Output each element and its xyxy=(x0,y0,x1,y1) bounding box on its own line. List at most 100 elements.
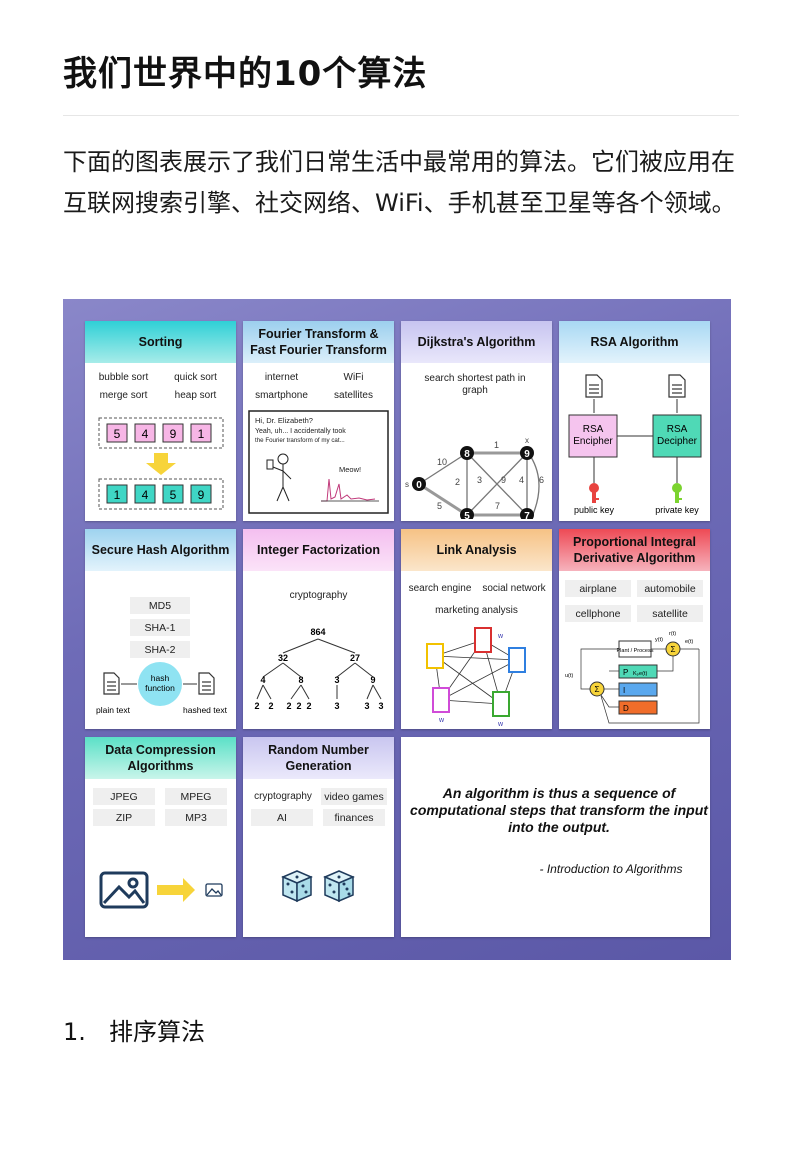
quote-source: - Introduction to Algorithms xyxy=(539,862,683,876)
document-icon xyxy=(198,672,215,695)
factor-leaf: 3 xyxy=(378,701,383,711)
factor-leaf: 2 xyxy=(268,701,273,711)
p-label: P xyxy=(623,668,628,677)
plant-label: Plant / Process xyxy=(617,648,654,654)
factor-node: 9 xyxy=(370,675,375,685)
u-label: u(t) xyxy=(565,673,573,679)
page-node xyxy=(426,643,444,669)
tag-bubble-sort: bubble sort xyxy=(98,372,149,383)
card-fourier-title-line1: Fourier Transform & xyxy=(258,327,379,341)
sorted-array xyxy=(106,484,212,504)
key-icon xyxy=(672,483,682,503)
tag-search-engine: search engine xyxy=(408,583,472,594)
plain-text-label: plain text xyxy=(96,705,131,715)
card-sorting-title: Sorting xyxy=(85,321,236,363)
hash-diagram: hash function plain text hashed text xyxy=(96,662,228,715)
unsorted-item: 9 xyxy=(170,427,177,441)
pid-block-diagram: Plant / Process Σ P I D Kₚe(t) Σ u(t) y(… xyxy=(565,631,700,724)
intro-paragraph: 下面的图表展示了我们日常生活中最常用的算法。它们被应用在互联网搜索引擎、社交网络… xyxy=(63,148,736,217)
xkcd-comic: Hi, Dr. Elizabeth? Yeah, uh... I acciden… xyxy=(248,410,389,514)
factor-node: 27 xyxy=(350,653,360,663)
section-heading: 1. 排序算法 xyxy=(63,1012,205,1047)
node-label: x xyxy=(525,436,529,445)
chip-ai: AI xyxy=(251,809,313,826)
card-compression-title-line2: Algorithms xyxy=(127,759,194,773)
article-title: 我们世界中的10个算法 xyxy=(63,54,428,94)
sorting-diagram: 5 4 9 1 1 4 5 9 xyxy=(98,417,224,510)
node-label: s xyxy=(405,480,409,489)
card-random-title-line2: Generation xyxy=(285,759,352,773)
sorted-item: 4 xyxy=(142,488,149,502)
card-random-title-line1: Random Number xyxy=(268,743,369,757)
node-label: w xyxy=(438,717,445,724)
chip-sha2: SHA-2 xyxy=(130,641,190,658)
tag-marketing-analysis: marketing analysis xyxy=(435,605,518,616)
dice-icon xyxy=(281,870,313,903)
dijkstra-description: search shortest path in graph xyxy=(424,373,526,396)
d-block xyxy=(618,700,658,715)
factor-node: 3 xyxy=(334,675,339,685)
tag-wifi: WiFi xyxy=(343,372,364,383)
link-graph: w w w xyxy=(426,627,526,728)
factor-node: 8 xyxy=(298,675,303,685)
tag-smartphone: smartphone xyxy=(255,390,308,401)
hash-function-circle xyxy=(138,662,182,706)
spectrum-plot xyxy=(321,478,376,502)
rsa-encipher-label: RSA xyxy=(583,424,604,435)
chip-mp3: MP3 xyxy=(165,809,227,826)
chip-zip: ZIP xyxy=(93,809,155,826)
graph-node: 8 xyxy=(464,449,470,460)
comic-line: Yeah, uh... I accidentally took xyxy=(255,428,346,435)
key-icon xyxy=(589,483,599,503)
card-sha-title: Secure Hash Algorithm xyxy=(85,529,236,571)
tag-cryptography: cryptography xyxy=(254,791,312,802)
tag-merge-sort: merge sort xyxy=(99,390,148,401)
p-block xyxy=(618,664,658,679)
edge-weight: 2 xyxy=(455,477,460,487)
card-pid-title: Proportional Integral Derivative Algorit… xyxy=(559,529,710,571)
document-icon xyxy=(103,672,120,695)
edge-weight: 7 xyxy=(495,501,500,511)
edge-weight: 4 xyxy=(519,475,524,485)
factor-leaf: 2 xyxy=(306,701,311,711)
graph-node: 9 xyxy=(524,449,530,460)
chip-mpeg: MPEG xyxy=(165,788,227,805)
card-dijkstra: Dijkstra's Algorithm search shortest pat… xyxy=(401,321,552,521)
card-link-analysis: Link Analysis search engine social netwo… xyxy=(401,529,552,729)
hash-function-label: hash xyxy=(151,673,170,683)
chip-md5: MD5 xyxy=(130,597,190,614)
page-node xyxy=(508,647,526,673)
chip-video-games: video games xyxy=(321,788,387,805)
i-label: I xyxy=(623,686,625,695)
image-icon xyxy=(99,871,149,909)
edge-weight: 1 xyxy=(494,440,499,450)
dice-illustration xyxy=(281,870,355,903)
e-label: e(t) xyxy=(685,639,693,645)
rsa-decipher-label: RSA xyxy=(667,424,688,435)
edge-weight: 3 xyxy=(477,475,482,485)
card-fourier-title: Fourier Transform & Fast Fourier Transfo… xyxy=(243,321,394,363)
factor-node: 4 xyxy=(260,675,265,685)
algorithms-infographic: Sorting bubble sort quick sort merge sor… xyxy=(63,299,731,960)
tag-internet: internet xyxy=(264,372,299,383)
card-fourier: Fourier Transform & Fast Fourier Transfo… xyxy=(243,321,394,521)
card-random-title: Random Number Generation xyxy=(243,737,394,779)
edge-weight: 5 xyxy=(437,501,442,511)
comic-line: the Fourier transform of my cat... xyxy=(255,437,345,444)
title-divider xyxy=(63,115,739,116)
graph-node: 5 xyxy=(464,511,470,519)
rsa-diagram: RSA Encipher RSA Decipher public key pri… xyxy=(568,374,702,515)
chip-airplane: airplane xyxy=(565,580,631,597)
card-pid-title-line2: Derivative Algorithm xyxy=(573,551,696,565)
image-icon xyxy=(205,883,223,897)
tag-quick-sort: quick sort xyxy=(174,372,217,383)
section-title: 排序算法 xyxy=(109,1018,205,1046)
card-pid-title-line1: Proportional Integral xyxy=(573,535,696,549)
comic-meow: Meow! xyxy=(339,465,361,474)
y-label: y(t) xyxy=(655,637,663,643)
svg-text:Σ: Σ xyxy=(671,645,676,654)
comic-line: Hi, Dr. Elizabeth? xyxy=(255,416,313,425)
card-rsa-title: RSA Algorithm xyxy=(559,321,710,363)
kp-label: Kₚe(t) xyxy=(633,671,647,677)
section-number: 1. xyxy=(63,1018,86,1046)
